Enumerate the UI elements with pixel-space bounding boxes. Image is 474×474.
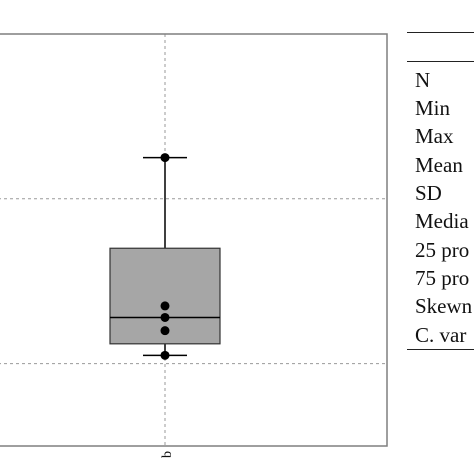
- stat-label-skewness: Skewn: [415, 294, 473, 318]
- stat-label-sd: SD: [415, 181, 442, 205]
- statistics-table: N Min Max Mean SD Media 25 pro 75 pro Sk…: [407, 32, 474, 350]
- stat-label-coef-variation: C. var: [415, 323, 467, 347]
- stat-label-75-percentile: 75 pro: [415, 266, 470, 290]
- x-tick-label-0: b: [160, 451, 175, 458]
- stat-label-median: Media: [415, 209, 469, 233]
- plot-frame: [0, 33, 388, 447]
- box-elements: [109, 153, 221, 360]
- stat-label-n: N: [415, 68, 431, 92]
- x-tick-labels: b: [160, 451, 175, 458]
- data-point-0: [160, 350, 170, 360]
- stat-label-mean: Mean: [415, 153, 463, 177]
- data-point-1: [160, 326, 170, 336]
- stat-label-min: Min: [415, 96, 451, 120]
- grid-lines: [0, 34, 387, 446]
- data-point-3: [160, 301, 170, 311]
- data-point-4: [160, 153, 170, 163]
- stat-label-25-percentile: 25 pro: [415, 238, 470, 262]
- data-point-2: [160, 312, 170, 322]
- stat-label-max: Max: [415, 124, 454, 148]
- table-header-rule: [407, 61, 474, 62]
